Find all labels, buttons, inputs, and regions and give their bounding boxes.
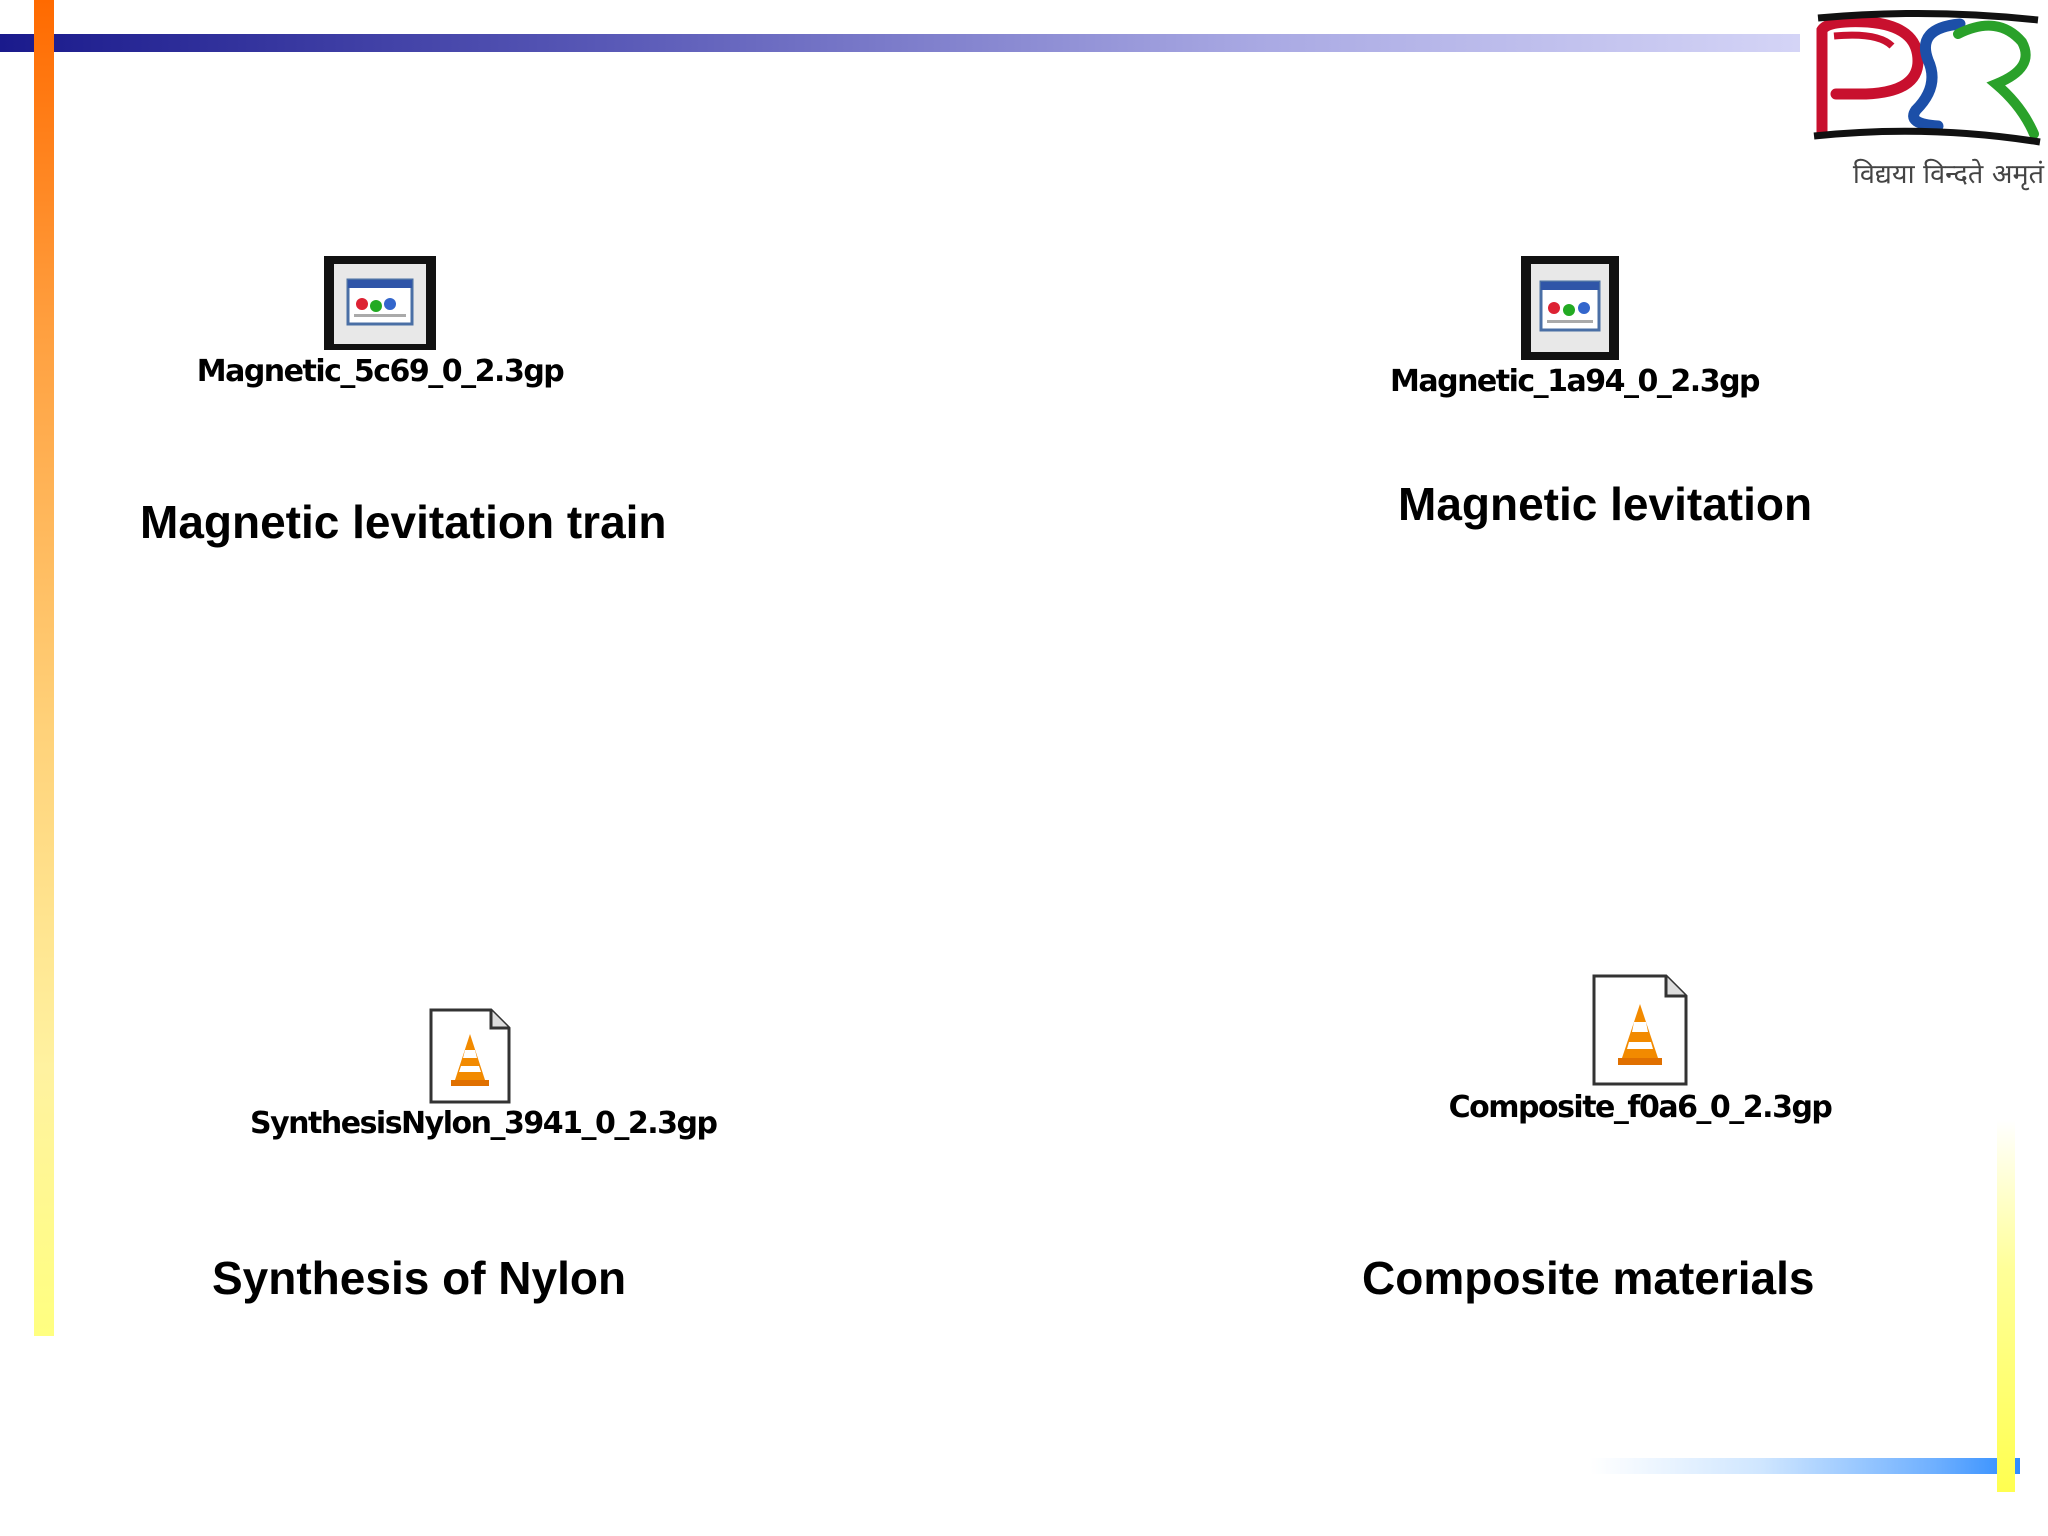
file-tile-magnetic-1a94[interactable]: Magnetic_1a94_0_2.3gp <box>1390 256 1761 400</box>
file-tile-magnetic-5c69[interactable]: Magnetic_5c69_0_2.3gp <box>170 256 590 390</box>
file-tile-synthesis-nylon[interactable]: SynthesisNylon_3941_0_2.3gp <box>250 1008 718 1142</box>
right-decorative-bar <box>1997 1120 2015 1492</box>
file-name-label: Magnetic_1a94_0_2.3gp <box>1390 364 1761 399</box>
file-tile-composite[interactable]: Composite_f0a6_0_2.3gp <box>1420 974 1860 1126</box>
caption-magnetic-levitation-train: Magnetic levitation train <box>140 496 667 548</box>
vlc-cone-file-icon <box>1592 974 1688 1086</box>
caption-synthesis-of-nylon: Synthesis of Nylon <box>212 1252 627 1304</box>
media-player-file-icon <box>324 256 436 350</box>
vlc-cone-file-icon <box>429 1008 511 1104</box>
media-player-file-icon <box>1521 256 1619 360</box>
file-name-label: SynthesisNylon_3941_0_2.3gp <box>250 1106 718 1141</box>
file-name-label: Composite_f0a6_0_2.3gp <box>1448 1090 1833 1125</box>
caption-composite-materials: Composite materials <box>1362 1252 1815 1304</box>
logo-tagline: विद्यया विन्दते अमृतं <box>1852 159 2044 190</box>
file-name-label: Magnetic_5c69_0_2.3gp <box>196 354 565 389</box>
bottom-decorative-bar <box>1590 1458 2020 1474</box>
psr-logo <box>1808 6 2044 196</box>
left-decorative-bar <box>34 0 54 1336</box>
caption-magnetic-levitation: Magnetic levitation <box>1398 478 1813 530</box>
top-decorative-bar <box>0 34 1800 52</box>
